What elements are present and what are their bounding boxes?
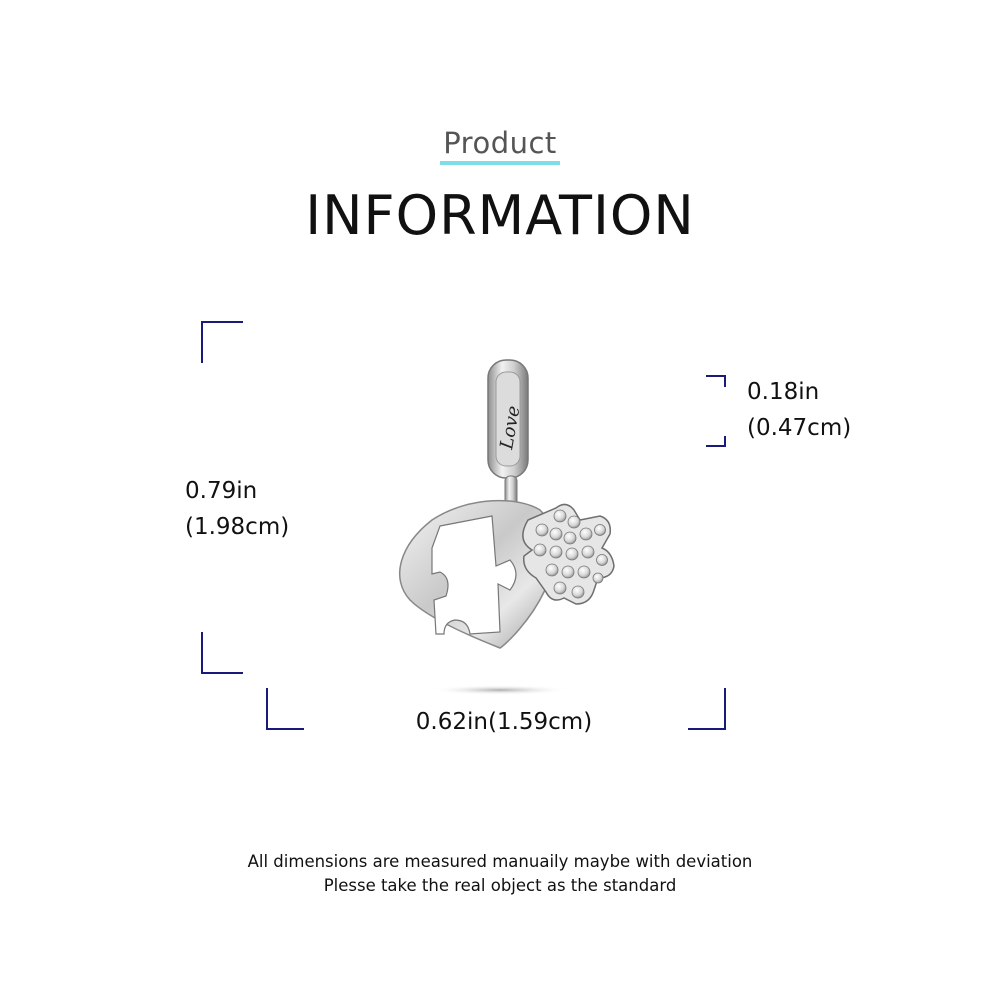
height-bracket-top xyxy=(201,321,243,363)
subtitle: Product xyxy=(0,126,1000,165)
bail-bracket-top xyxy=(706,375,726,387)
disclaimer-line-1: All dimensions are measured manuaily may… xyxy=(247,852,753,871)
height-centimeters: (1.98cm) xyxy=(185,514,290,540)
bail-centimeters: (0.47cm) xyxy=(747,415,852,441)
bail: Love xyxy=(487,359,529,479)
width-bracket-left xyxy=(266,688,304,730)
width-label: 0.62in(1.59cm) xyxy=(415,709,593,735)
subtitle-text: Product xyxy=(440,126,560,165)
bail-label: 0.18in (0.47cm) xyxy=(747,374,851,446)
height-label: 0.79in (1.98cm) xyxy=(185,473,289,545)
bail-bracket-bottom xyxy=(706,436,726,447)
width-bracket-right xyxy=(688,688,726,730)
shadow xyxy=(430,685,570,695)
bail-inches: 0.18in xyxy=(747,379,820,405)
puzzle-piece-charm xyxy=(522,503,615,605)
height-inches: 0.79in xyxy=(185,478,258,504)
disclaimer-line-2: Plesse take the real object as the stand… xyxy=(323,876,677,895)
heart-charm xyxy=(398,499,557,649)
height-bracket-bottom xyxy=(201,632,243,674)
page-title: INFORMATION xyxy=(305,184,695,247)
